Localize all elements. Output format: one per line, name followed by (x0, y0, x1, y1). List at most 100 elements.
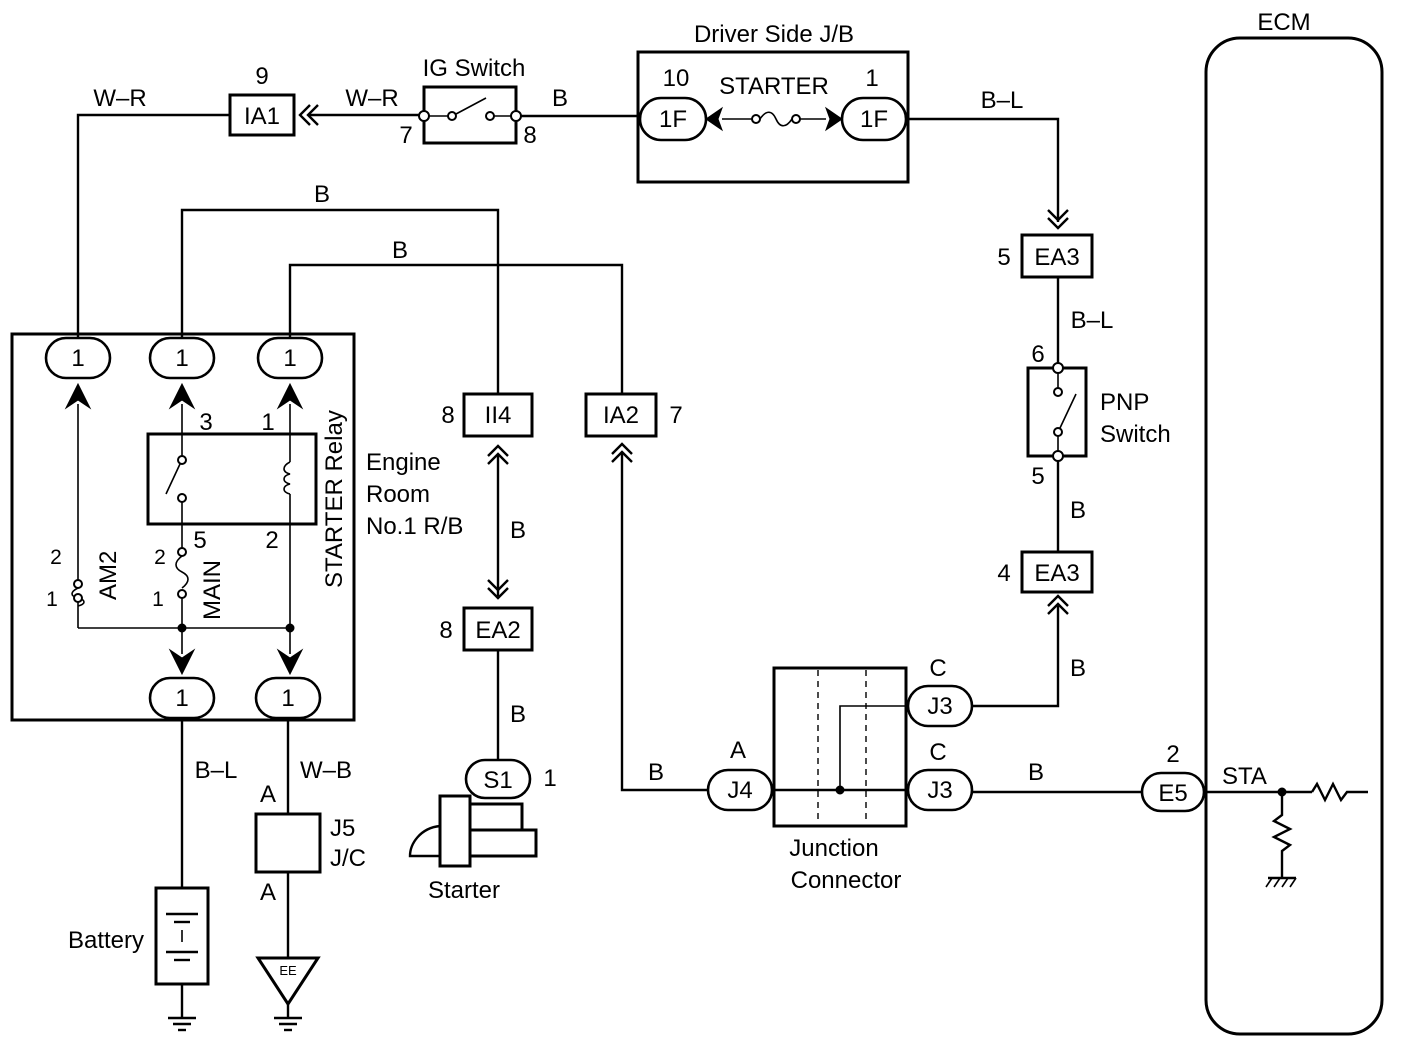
ea3-bottom-plug-arrow-2 (1047, 602, 1069, 615)
junction-connector-label-1: Junction (789, 835, 878, 862)
ea3-top-plug-arrow-2 (1047, 217, 1069, 230)
connector-jb-1f-right-pin: 1 (865, 65, 878, 92)
wire-color-ea3-pnp: B–L (1071, 307, 1114, 334)
relay-pin-5: 5 (193, 527, 206, 554)
starter-fuse-label: STARTER (719, 73, 829, 100)
ig-switch-label: IG Switch (423, 55, 526, 82)
connector-s1-name: S1 (483, 767, 512, 794)
pnp-switch-label-1: PNP (1100, 389, 1149, 416)
relay-coil-icon (283, 461, 291, 495)
am2-pin-2: 2 (50, 546, 62, 569)
wire-color-ig-ia1: W–R (345, 85, 398, 112)
junction-internal-link (839, 705, 908, 790)
pnp-switch-label-2: Switch (1100, 421, 1171, 448)
connector-j3-bottom-pin: C (929, 739, 946, 766)
wire-color-relay-ia2: B (392, 237, 408, 264)
ecm-label: ECM (1257, 9, 1310, 36)
connector-s1-pin: 1 (543, 765, 556, 792)
battery-label: Battery (68, 927, 144, 954)
engine-room-rb-label-3: No.1 R/B (366, 513, 463, 540)
junction-connector-box (772, 666, 908, 828)
ig-pin-7: 7 (399, 122, 412, 149)
wire-color-relay-battery: B–L (195, 757, 238, 784)
j5-label-2: J/C (330, 845, 366, 872)
wire-ia1-to-relay (76, 113, 230, 338)
starter-label: Starter (428, 877, 500, 904)
rb-bottom-connector-2-name: 1 (281, 685, 294, 712)
ig-switch-box (422, 85, 518, 145)
rb-top-connector-2 (148, 336, 216, 380)
ig-pin-8: 8 (523, 122, 536, 149)
rb-top-plug-icon-2 (168, 382, 196, 410)
am2-pin-1: 1 (46, 588, 58, 611)
relay-pin-3: 3 (199, 409, 212, 436)
rb-top-connector-1-name: 1 (71, 345, 84, 372)
connector-ia1-name: IA1 (244, 103, 280, 130)
pnp-pin-5: 5 (1031, 463, 1044, 490)
relay-pin-1: 1 (261, 409, 274, 436)
ee-ground-icon (274, 1016, 302, 1032)
pnp-switch-contact (1059, 393, 1077, 429)
connector-ea3-bottom-pin: 4 (997, 560, 1010, 587)
wire-color-j3-e5: B (1028, 759, 1044, 786)
connector-j3-top-name: J3 (927, 693, 952, 720)
ea3-bottom-plug-arrow-1 (1047, 594, 1069, 607)
engine-room-rb-label-1: Engine (366, 449, 441, 476)
rb-top-connector-1 (44, 336, 112, 380)
starter-relay-label: STARTER Relay (321, 410, 348, 588)
wire-color-relay-j5: W–B (300, 757, 352, 784)
connector-ea3-bottom (1020, 550, 1094, 594)
j5-pin-top: A (260, 781, 276, 808)
j5-label-1: J5 (330, 815, 355, 842)
ea2-plug-arrow-1 (487, 579, 509, 592)
connector-ea2-pin: 8 (439, 617, 452, 644)
wire-ea3-to-j3 (972, 606, 1060, 708)
starter-relay-box (146, 432, 318, 526)
junction-connector-j5 (254, 812, 322, 874)
wire-color-jb-ea3: B–L (981, 87, 1024, 114)
sta-series-resistor (1310, 781, 1368, 803)
connector-j4-name: J4 (727, 777, 752, 804)
rb-bottom-plug-icon-1 (168, 648, 196, 676)
battery-ground-icon (168, 1016, 196, 1032)
rb-bottom-plug-icon-2 (276, 648, 304, 676)
wire-color-relay-ii4: B (314, 181, 330, 208)
main-fuse-icon (175, 555, 189, 589)
relay-switch-contact (165, 463, 181, 495)
connector-ia2 (584, 392, 658, 438)
wire-color-ig-jb: B (552, 85, 568, 112)
junction-connector-label-2: Connector (791, 867, 902, 894)
rb-top-connector-3 (256, 336, 324, 380)
connector-ea3-top-name: EA3 (1034, 244, 1079, 271)
wire-ia2-to-j4 (620, 452, 708, 792)
connector-s1 (464, 758, 532, 800)
connector-j3-top-pin: C (929, 655, 946, 682)
ground-ee-label: EE (279, 963, 297, 978)
am2-fuse-label: AM2 (95, 551, 122, 600)
j5-pin-bottom: A (260, 879, 276, 906)
main-pin-2: 2 (154, 546, 166, 569)
connector-j3-top (906, 684, 974, 728)
sta-label: STA (1222, 763, 1267, 790)
battery-icon (166, 912, 198, 962)
ecm-box (1204, 36, 1384, 1036)
connector-jb-1f-right-name: 1F (860, 106, 888, 133)
sta-pulldown-resistor (1271, 792, 1293, 878)
jb-right-plug-icon (824, 106, 843, 132)
wire-color-ia1-relay: W–R (93, 85, 146, 112)
wire-color-ia2-j4: B (648, 759, 664, 786)
connector-j3-bottom-name: J3 (927, 777, 952, 804)
ea2-plug-arrow-2 (487, 587, 509, 600)
connector-e5-name: E5 (1158, 780, 1187, 807)
connector-ii4 (462, 392, 534, 438)
ii4-plug-arrow-1 (487, 444, 509, 457)
connector-ii4-pin: 8 (441, 402, 454, 429)
rb-top-connector-2-name: 1 (175, 345, 188, 372)
connector-jb-1f-left-pin: 10 (663, 65, 690, 92)
ecm-ground-icon (1265, 876, 1297, 888)
wire-jb-to-ea3 (906, 117, 1060, 222)
connector-e5 (1140, 771, 1206, 813)
rb-top-connector-3-name: 1 (283, 345, 296, 372)
connector-ii4-name: II4 (485, 402, 512, 429)
